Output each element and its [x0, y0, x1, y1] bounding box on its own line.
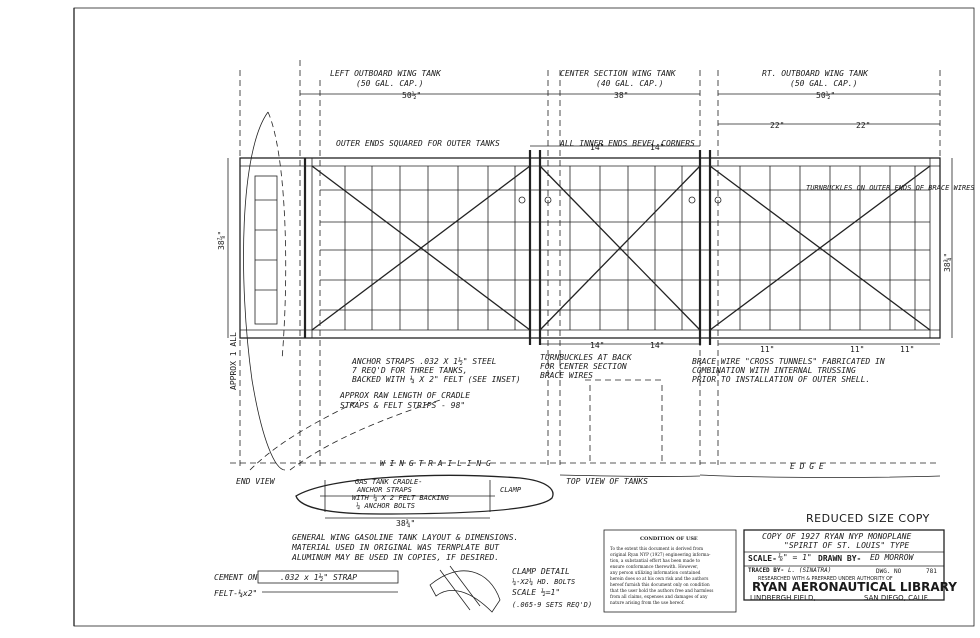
wing-outline	[230, 60, 941, 478]
right-tank-title: RT. OUTBOARD WING TANK	[762, 69, 869, 78]
condition-of-use-box	[603, 529, 737, 613]
title-copy-1: COPY OF 1927 RYAN NYP MONOPLANE	[762, 532, 911, 541]
note-general-1: GENERAL WING GASOLINE TANK LAYOUT & DIME…	[292, 533, 518, 542]
title-block	[743, 529, 945, 601]
title-scale-value: ⅛" = 1"	[778, 553, 812, 562]
condition-line-8: from all claims, expenses and damages of…	[610, 594, 708, 599]
tank-grid	[320, 166, 930, 330]
note-outer-ends: OUTER ENDS SQUARED FOR OUTER TANKS	[336, 139, 500, 148]
end-view-airfoil	[295, 474, 554, 519]
dim-left-depth: 38⅞"	[217, 231, 226, 250]
center-tank-title: CENTER SECTION WING TANK	[560, 69, 677, 78]
condition-line-3: ensure conformance therewith. However,	[610, 564, 698, 569]
title-traced-label: TRACED BY-	[748, 567, 784, 574]
dim-right-width: 50½"	[816, 90, 835, 100]
dim-right-depth: 38¾"	[943, 253, 952, 272]
dim-center-a: 14"	[590, 143, 604, 152]
dim-center-c: 14"	[590, 341, 604, 350]
title-dwg-label: DWG. NO	[876, 568, 902, 575]
label-gas-cradle-1: GAS TANK CRADLE-	[355, 478, 422, 486]
note-anchor-1: ANCHOR STRAPS .032 X 1½" STEEL	[351, 356, 497, 366]
condition-line-1: original Ryan NYP (1927) engineering inf…	[610, 552, 711, 557]
label-gas-cradle-2: ANCHOR STRAPS	[356, 486, 412, 494]
note-general-3: ALUMINUM MAY BE USED IN COPIES, IF DESIR…	[291, 553, 499, 562]
reduced-size-copy: REDUCED SIZE COPY	[806, 512, 930, 525]
note-brace-3: PRIOR TO INSTALLATION OF OUTER SHELL.	[692, 375, 870, 384]
tank-top-view	[239, 150, 941, 345]
dim-right-spacing-b: 22"	[856, 121, 870, 130]
label-wing-trailing: W I N G T R A I L I N G	[380, 459, 491, 468]
note-raw-length-1: APPROX RAW LENGTH OF CRADLE	[339, 391, 470, 400]
note-anchor-2: 7 REQ'D FOR THREE TANKS,	[352, 366, 468, 375]
dimension-lines	[227, 70, 953, 345]
dim-center-width: 38"	[614, 91, 628, 100]
dim-right-b: 11"	[850, 345, 864, 354]
condition-line-4: any person utilizing information contain…	[610, 570, 701, 575]
title-dwg-no: 781	[926, 568, 937, 575]
title-copy-2: "SPIRIT OF ST. LOUIS" TYPE	[784, 541, 909, 550]
dim-right-spacing-a: 22"	[770, 121, 784, 130]
dim-center-d: 14"	[650, 341, 664, 350]
condition-line-2: tion, a substantial effort has been made…	[610, 558, 700, 563]
label-clamp-req: (.065-9 SETS REQ'D)	[512, 601, 592, 609]
condition-title: CONDITION OF USE	[640, 536, 698, 542]
label-end-view: END VIEW	[236, 477, 276, 486]
brace-wires	[311, 165, 931, 331]
dim-center-b: 14"	[650, 143, 664, 152]
dim-right-c: 11"	[900, 345, 914, 354]
condition-line-6: hereof furnish this document only on con…	[610, 582, 710, 587]
title-library: RYAN AERONAUTICAL LIBRARY	[752, 580, 957, 594]
dim-approx: APPROX 1 ALL	[229, 332, 238, 390]
label-anchor-bolts: ¼ ANCHOR BOLTS	[356, 502, 415, 510]
note-anchor-3: BACKED WITH ¼ X 2" FELT (SEE INSET)	[352, 375, 521, 384]
title-drawn-label: DRAWN BY-	[818, 554, 861, 563]
label-felt: FELT-¼x2"	[214, 589, 257, 598]
dim-right-a: 11"	[760, 345, 774, 354]
label-gas-cradle-3: WITH ¼ X 2 FELT BACKING	[352, 494, 450, 502]
label-cement-on: CEMENT ON	[214, 573, 258, 582]
condition-line-0: To the extent this document is derived f…	[610, 546, 703, 551]
label-clamp-scale: SCALE ½=1"	[512, 587, 560, 597]
note-inner-ends: ALL INNER ENDS BEVEL CORNERS	[559, 139, 695, 148]
title-city: SAN DIEGO, CALIF.	[864, 594, 929, 602]
note-turnbuckles-back-1: TURNBUCKLES AT BACK	[540, 353, 633, 362]
condition-line-9: nature arising from the use hereof.	[610, 600, 685, 605]
title-researched: RESEARCHED WITH & PREPARED UNDER AUTHORI…	[758, 576, 893, 582]
dim-left-width: 50½"	[402, 90, 421, 100]
label-clamp-bolts: ¼-X2¼ HD. BOLTS	[512, 578, 575, 586]
label-edge: E D G E	[790, 462, 824, 471]
condition-line-7: that the user hold the authors free and …	[610, 588, 713, 593]
center-tank-cap: (40 GAL. CAP.)	[596, 79, 663, 88]
label-top-view: TOP VIEW OF TANKS	[566, 477, 648, 486]
title-scale-label: SCALE-	[748, 554, 777, 563]
note-brace-1: BRACE WIRE "CROSS TUNNELS" FABRICATED IN	[692, 357, 885, 366]
label-strap: .032 x 1½" STRAP	[280, 572, 357, 582]
note-turnbuckles-outer: TURNBUCKLES ON OUTER ENDS OF BRACE WIRES	[806, 184, 975, 192]
title-field: LINDBERGH FIELD,	[750, 594, 816, 602]
label-clamp-detail: CLAMP DETAIL	[512, 567, 570, 576]
left-tank-title: LEFT OUTBOARD WING TANK	[330, 69, 442, 78]
label-end-dim: 38¾"	[396, 519, 415, 528]
condition-line-5: herein does so at his own risk and the a…	[610, 576, 708, 581]
note-turnbuckles-back-2: FOR CENTER SECTION	[540, 362, 627, 371]
right-tank-cap: (50 GAL. CAP.)	[790, 79, 857, 88]
note-raw-length-2: STRAPS & FELT STRIPS - 98"	[340, 401, 465, 410]
strap-inset-box	[257, 570, 399, 584]
clamp-detail-sketch	[429, 565, 501, 613]
title-drawn-by: ED MORROW	[870, 553, 915, 562]
note-brace-2: COMBINATION WITH INTERNAL TRUSSING	[692, 366, 856, 375]
left-tank-cap: (50 GAL. CAP.)	[356, 79, 423, 88]
note-turnbuckles-back-3: BRACE WIRES	[540, 371, 593, 380]
title-traced: L. (SINATRA)	[788, 567, 831, 574]
note-general-2: MATERIAL USED IN ORIGINAL WAS TERNPLATE …	[291, 543, 500, 552]
label-clamp: CLAMP	[500, 486, 522, 494]
